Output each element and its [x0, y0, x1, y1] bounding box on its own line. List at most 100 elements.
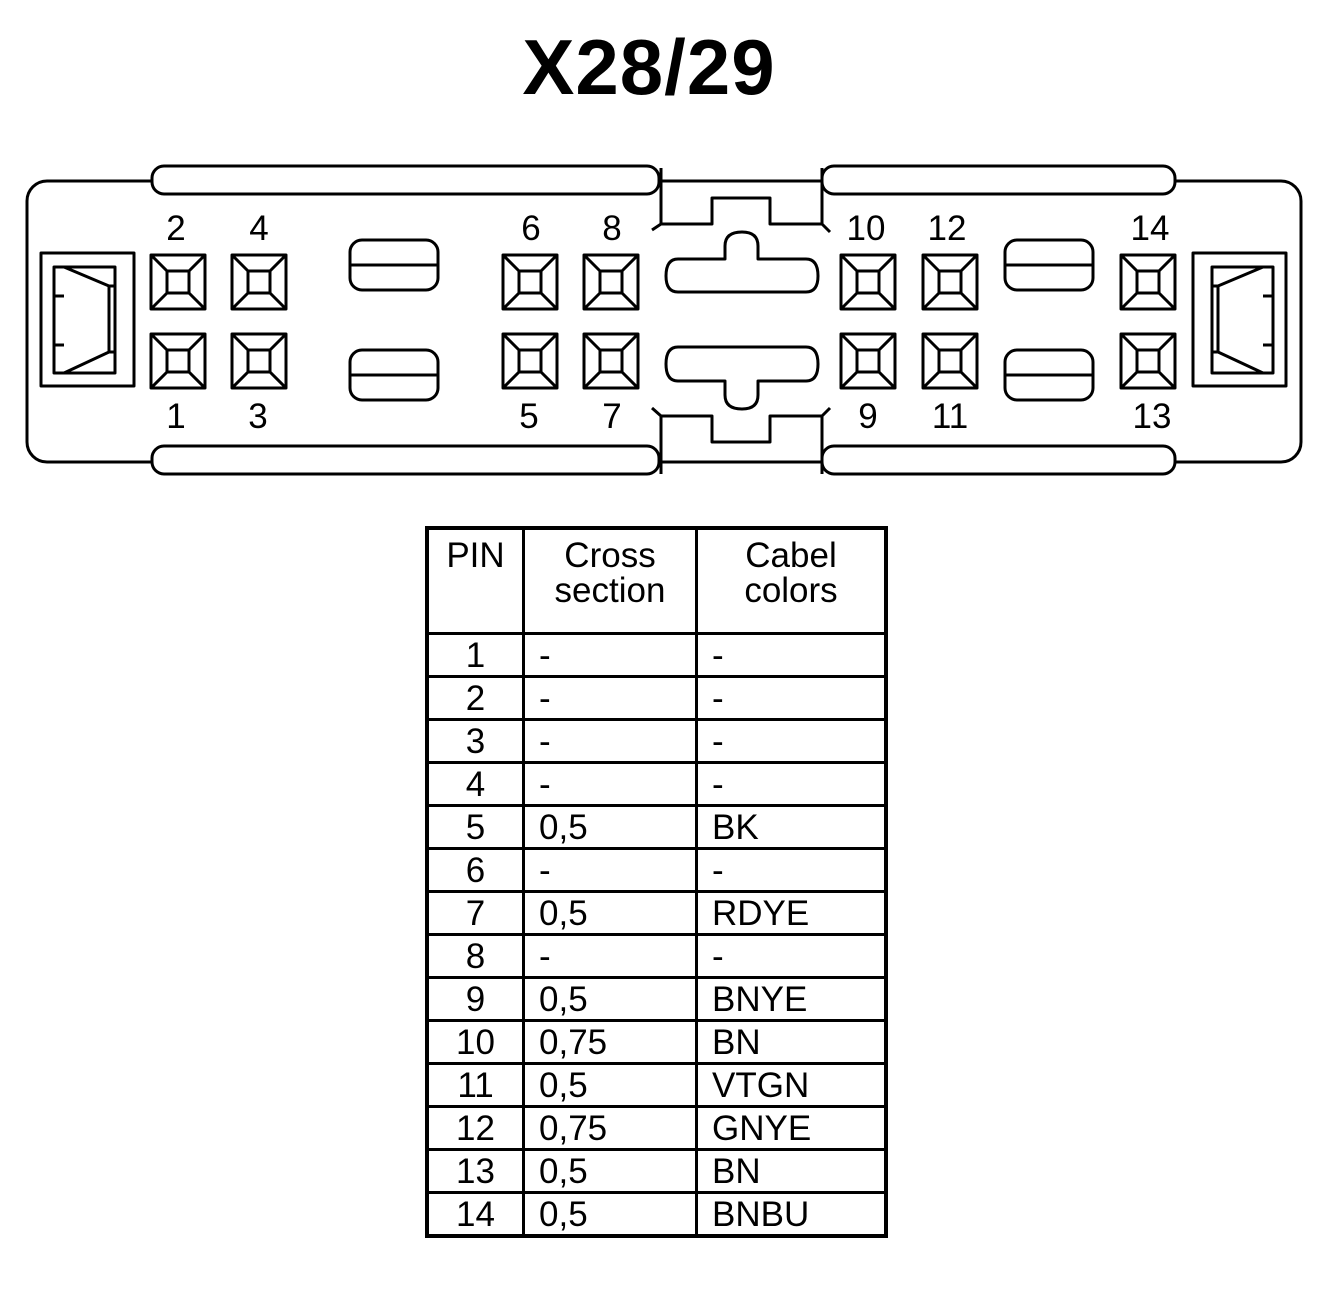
top-right-rail	[820, 164, 1177, 196]
left-slots	[348, 238, 440, 402]
connector-title: X28/29	[522, 23, 776, 111]
pin-label-bottom: 9	[858, 397, 877, 436]
pin-terminal	[582, 332, 640, 390]
pin-cell: 3	[425, 718, 525, 764]
pin-terminal	[921, 332, 979, 390]
pin-terminal	[839, 253, 897, 311]
cross-section-cell: -	[522, 718, 698, 764]
table-row: 4--	[425, 761, 888, 807]
center-key-bottom	[664, 345, 820, 411]
header-cable-colors-line: colors	[744, 571, 838, 610]
pin-cell: 8	[425, 933, 525, 979]
pin-label-top: 10	[847, 209, 886, 248]
pin-cell: 6	[425, 847, 525, 893]
bottom-right-rail	[820, 444, 1177, 476]
pin-label-top: 4	[249, 209, 268, 248]
pin-terminal	[230, 253, 288, 311]
center-key-top-outline	[651, 168, 832, 234]
pin-cell: 5	[425, 804, 525, 850]
pin-cell: 9	[425, 976, 525, 1022]
pin-terminal	[501, 332, 559, 390]
table-row: 2--	[425, 675, 888, 721]
cross-section-cell: -	[522, 761, 698, 807]
connector-housing	[25, 179, 1303, 464]
pin-cell: 14	[425, 1191, 525, 1238]
cable-color-cell: RDYE	[695, 890, 888, 936]
pin-cell: 13	[425, 1148, 525, 1194]
pin-array	[149, 253, 1177, 390]
cable-color-cell: BN	[695, 1148, 888, 1194]
pin-label-top: 6	[521, 209, 540, 248]
pin-label-top: 8	[602, 209, 621, 248]
right-latch	[1191, 251, 1288, 388]
header-cross-section-line: Cross	[564, 536, 656, 575]
header-cable-colors-line: Cabel	[745, 536, 837, 575]
pin-cell: 2	[425, 675, 525, 721]
cross-section-cell: 0,5	[522, 804, 698, 850]
cable-color-cell: GNYE	[695, 1105, 888, 1151]
header-pin: PIN	[425, 526, 525, 635]
table-row: 3--	[425, 718, 888, 764]
pin-cell: 4	[425, 761, 525, 807]
pin-cell: 11	[425, 1062, 525, 1108]
pin-terminal	[921, 253, 979, 311]
pin-label-top: 2	[166, 209, 185, 248]
pin-cell: 12	[425, 1105, 525, 1151]
header-cross-section-line: section	[554, 571, 666, 610]
cross-section-cell: 0,5	[522, 976, 698, 1022]
table-row: 6--	[425, 847, 888, 893]
top-left-rail	[150, 164, 661, 196]
cross-section-cell: -	[522, 933, 698, 979]
pin-label-bottom: 3	[248, 397, 267, 436]
pin-terminal	[1119, 332, 1177, 390]
pin-assignment-table: PIN Cross section Cabel colors 1--2--3--…	[425, 526, 888, 1238]
pin-terminal	[149, 253, 207, 311]
table-header-row: PIN Cross section Cabel colors	[425, 526, 888, 635]
pin-cell: 10	[425, 1019, 525, 1065]
right-slots	[1003, 238, 1095, 402]
table-row: 1--	[425, 632, 888, 678]
pin-cell: 7	[425, 890, 525, 936]
center-key-bottom-outline	[651, 406, 832, 474]
cable-color-cell: -	[695, 933, 888, 979]
table-row: 8--	[425, 933, 888, 979]
cable-color-cell: BNBU	[695, 1191, 888, 1238]
cable-color-cell: BK	[695, 804, 888, 850]
cross-section-cell: 0,75	[522, 1105, 698, 1151]
bottom-left-rail	[150, 444, 661, 476]
cable-color-cell: -	[695, 718, 888, 764]
cross-section-cell: 0,5	[522, 890, 698, 936]
cross-section-cell: 0,75	[522, 1019, 698, 1065]
pin-terminal	[1119, 253, 1177, 311]
cross-section-cell: 0,5	[522, 1191, 698, 1238]
cross-section-cell: 0,5	[522, 1148, 698, 1194]
pin-terminal	[230, 332, 288, 390]
pin-label-top: 12	[928, 209, 967, 248]
pin-terminal	[839, 332, 897, 390]
pin-terminal	[582, 253, 640, 311]
cable-color-cell: -	[695, 761, 888, 807]
header-cross-section: Cross section	[522, 526, 698, 635]
cross-section-cell: -	[522, 632, 698, 678]
cable-color-cell: -	[695, 675, 888, 721]
center-key-top	[664, 230, 820, 294]
cable-color-cell: VTGN	[695, 1062, 888, 1108]
connector-diagram: 2 4 6 8 10 12 14 1 3 5 7 9 11 13	[25, 164, 1303, 476]
pin-cell: 1	[425, 632, 525, 678]
pin-label-bottom: 11	[932, 397, 968, 436]
pin-label-bottom: 7	[602, 397, 621, 436]
pin-label-bottom: 13	[1133, 397, 1172, 436]
pin-terminal	[149, 332, 207, 390]
left-latch	[39, 251, 136, 388]
pin-terminal	[501, 253, 559, 311]
pin-label-top: 14	[1131, 209, 1170, 248]
cable-color-cell: -	[695, 632, 888, 678]
